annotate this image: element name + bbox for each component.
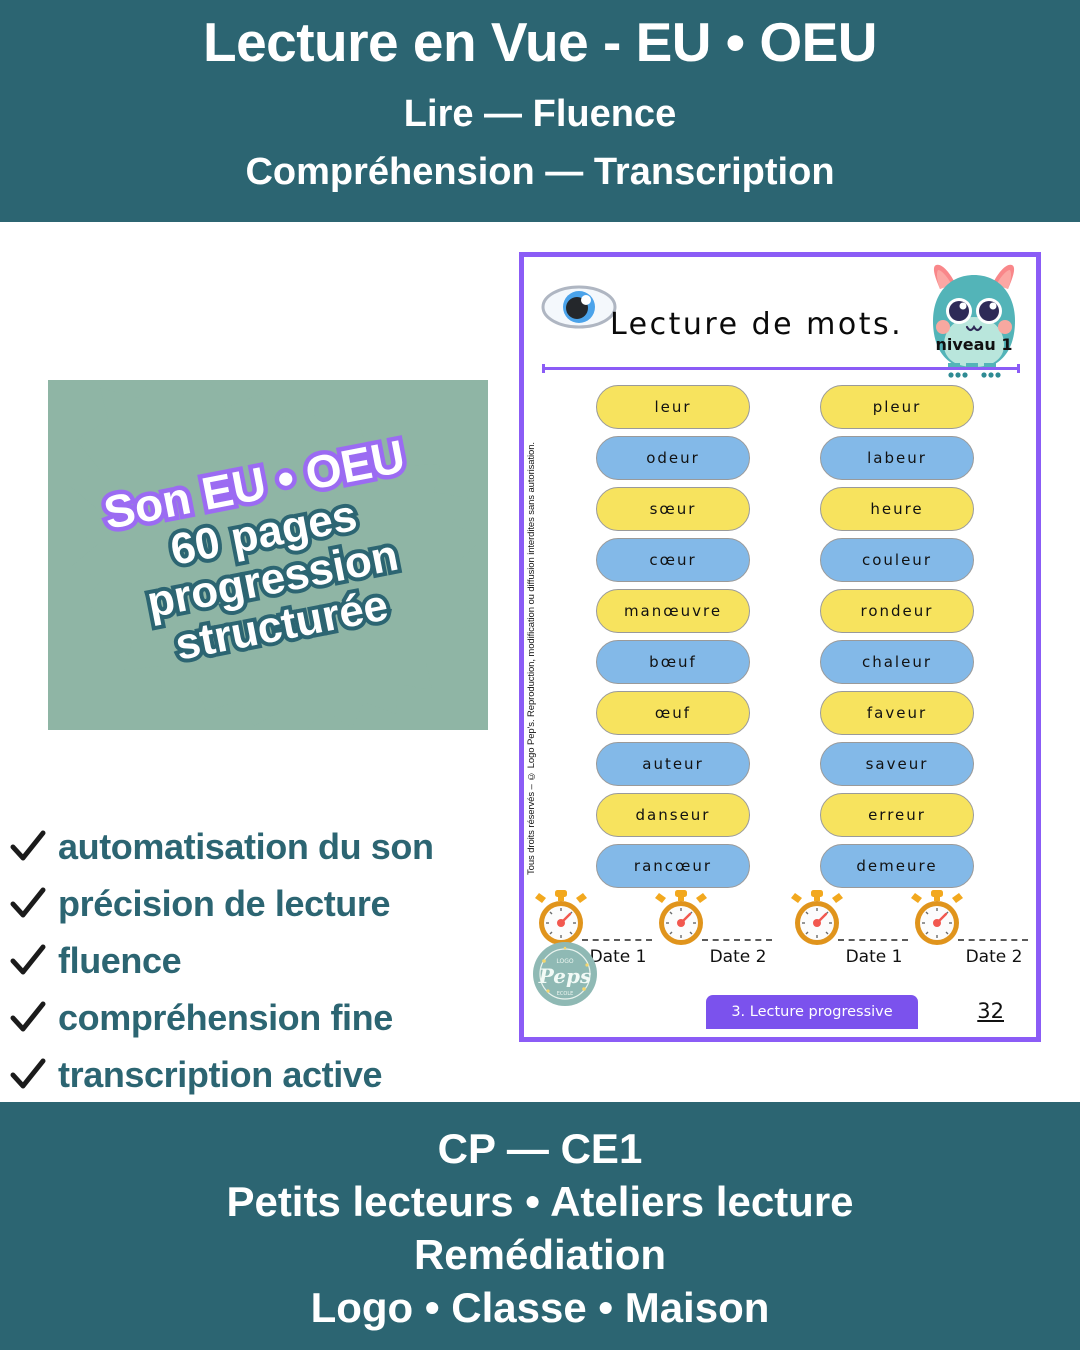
header-subtitle-2: Compréhension — Transcription [245, 150, 835, 193]
worksheet-preview: Tous droits réservés – © Logo Pep's. Rep… [519, 252, 1041, 1042]
word-pill[interactable]: couleur [820, 538, 974, 582]
timer-entry: Date 2 [650, 889, 774, 985]
list-item: fluence [8, 932, 528, 989]
word-column-right: pleur labeur heure couleur rondeur chale… [820, 385, 974, 888]
checklist-label: automatisation du son [58, 825, 434, 867]
word-pill[interactable]: œuf [596, 691, 750, 735]
checklist-label: précision de lecture [58, 882, 391, 924]
word-pill[interactable]: faveur [820, 691, 974, 735]
timer-label: Date 1 [845, 947, 903, 967]
word-column-left: leur odeur sœur cœur manœuvre bœuf œuf a… [596, 385, 750, 888]
list-item: automatisation du son [8, 818, 528, 875]
worksheet-footer: Date 1 Date 2 [524, 885, 1036, 1037]
word-pill[interactable]: odeur [596, 436, 750, 480]
timer-entry: Date 1 [786, 889, 910, 985]
header-subtitle-1: Lire — Fluence [403, 92, 677, 135]
svg-text:Peps: Peps [538, 964, 591, 988]
timer-label: Date 2 [709, 947, 767, 967]
word-pill[interactable]: labeur [820, 436, 974, 480]
footer-usage: Logo • Classe • Maison [310, 1284, 770, 1332]
date-write-line [702, 939, 772, 941]
stopwatch-icon [791, 890, 843, 945]
date-write-line [958, 939, 1028, 941]
stopwatch-icon [535, 890, 587, 945]
list-item: précision de lecture [8, 875, 528, 932]
word-pill[interactable]: leur [596, 385, 750, 429]
timer-label: Date 1 [589, 947, 647, 967]
stopwatch-icon [911, 890, 963, 945]
timer-entry: Date 2 [906, 889, 1030, 985]
timer-label: Date 2 [965, 947, 1023, 967]
check-icon [10, 830, 46, 860]
word-grid: leur odeur sœur cœur manœuvre bœuf œuf a… [524, 385, 1036, 888]
word-pill[interactable]: danseur [596, 793, 750, 837]
promo-badge: Son EU • OEU 60 pages progression struct… [48, 380, 488, 730]
worksheet-title: Lecture de mots. [610, 307, 904, 342]
word-pill[interactable]: pleur [820, 385, 974, 429]
word-pill[interactable]: erreur [820, 793, 974, 837]
peps-logo: LOGO Peps ECOLE [533, 942, 597, 1006]
checklist-label: transcription active [58, 1053, 383, 1095]
word-pill[interactable]: sœur [596, 487, 750, 531]
word-pill[interactable]: manœuvre [596, 589, 750, 633]
footer-remediation: Remédiation [413, 1231, 667, 1278]
timer-entry: Date 1 [530, 889, 654, 985]
check-icon [10, 1058, 46, 1088]
checklist-label: fluence [58, 939, 182, 981]
word-pill[interactable]: auteur [596, 742, 750, 786]
list-item: transcription active [8, 1046, 528, 1103]
check-icon [10, 944, 46, 974]
date-write-line [582, 939, 652, 941]
badge-blob-shape [48, 380, 488, 730]
word-pill[interactable]: rondeur [820, 589, 974, 633]
worksheet-header: Lecture de mots. [524, 265, 1036, 365]
word-pill[interactable]: demeure [820, 844, 974, 888]
word-pill[interactable]: rancœur [596, 844, 750, 888]
check-icon [10, 1001, 46, 1031]
word-pill[interactable]: heure [820, 487, 974, 531]
checklist-label: compréhension fine [58, 996, 393, 1038]
section-tab[interactable]: 3. Lecture progressive [706, 995, 918, 1029]
date-write-line [838, 939, 908, 941]
page-title: Lecture en Vue - EU • OEU [202, 11, 878, 73]
svg-text:LOGO: LOGO [556, 958, 574, 965]
footer-audience: Petits lecteurs • Ateliers lecture [226, 1177, 854, 1225]
check-icon [10, 887, 46, 917]
level-badge-text: niveau 1 [935, 335, 1012, 354]
word-pill[interactable]: chaleur [820, 640, 974, 684]
svg-text:ECOLE: ECOLE [557, 991, 574, 997]
eye-icon [541, 285, 617, 329]
list-item: compréhension fine [8, 989, 528, 1046]
word-pill[interactable]: cœur [596, 538, 750, 582]
word-pill[interactable]: saveur [820, 742, 974, 786]
feature-checklist: automatisation du son précision de lectu… [8, 818, 528, 1103]
word-pill[interactable]: bœuf [596, 640, 750, 684]
monster-icon: niveau 1 [933, 264, 1015, 378]
footer-banner: CP — CE1 Petits lecteurs • Ateliers lect… [0, 1102, 1080, 1350]
worksheet-divider [542, 364, 1020, 373]
footer-grade-levels: CP — CE1 [437, 1124, 643, 1172]
stopwatch-icon [655, 890, 707, 945]
header-banner: Lecture en Vue - EU • OEU Lire — Fluence… [0, 0, 1080, 222]
page-number: 32 [977, 999, 1004, 1023]
